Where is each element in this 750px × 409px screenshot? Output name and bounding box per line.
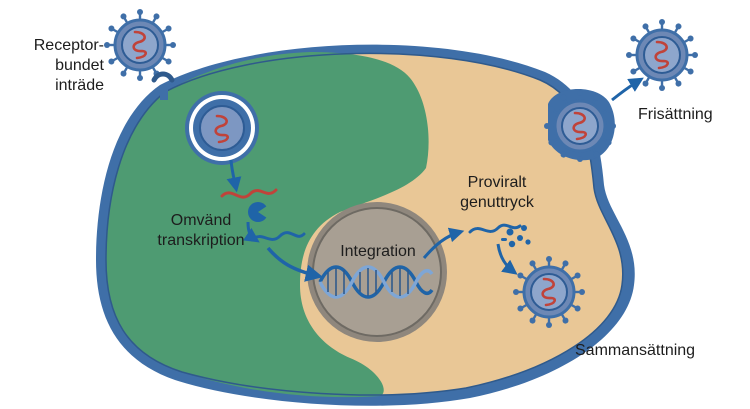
label-entry: Receptor- bundet inträde: [14, 36, 104, 96]
arrow-to-expression: [422, 227, 465, 259]
endocytosed-virion-icon: [185, 91, 259, 165]
virion-icon: [104, 9, 176, 81]
rna-strand-icon: [220, 188, 278, 199]
label-provirus-line-2: genuttryck: [460, 194, 534, 211]
mrna-strand-icon: [468, 223, 522, 234]
label-rt-line-2: transkription: [157, 232, 245, 249]
label-reverse-transcription: Omvänd transkription: [138, 211, 264, 251]
dna-helix-icon: [318, 265, 434, 299]
reverse-transcriptase-icon: [248, 202, 270, 222]
label-integration: Integration: [340, 243, 416, 260]
label-provirus: Proviralt genuttryck: [442, 173, 552, 213]
protein-fragments-icon: [501, 225, 531, 248]
cdna-strand-icon: [250, 231, 306, 242]
arrow-release: [611, 77, 644, 102]
label-entry-line-2: bundet: [55, 57, 104, 74]
arrow-to-assembly: [496, 243, 518, 275]
receptor-icon: [151, 71, 175, 100]
label-provirus-line-1: Proviralt: [467, 174, 527, 191]
membrane-inner-line: [105, 52, 624, 396]
budding-virion-icon: [544, 89, 616, 162]
label-assembly: Sammansättning: [575, 342, 696, 359]
label-entry-line-3: inträde: [55, 77, 104, 94]
arrow-to-nucleus: [266, 246, 324, 282]
released-virion-icon: [626, 19, 698, 91]
label-release: Frisättning: [638, 106, 713, 123]
label-rt-line-1: Omvänd: [170, 212, 232, 229]
label-entry-line-1: Receptor-: [33, 37, 104, 54]
arrow-uncoating: [226, 159, 242, 193]
